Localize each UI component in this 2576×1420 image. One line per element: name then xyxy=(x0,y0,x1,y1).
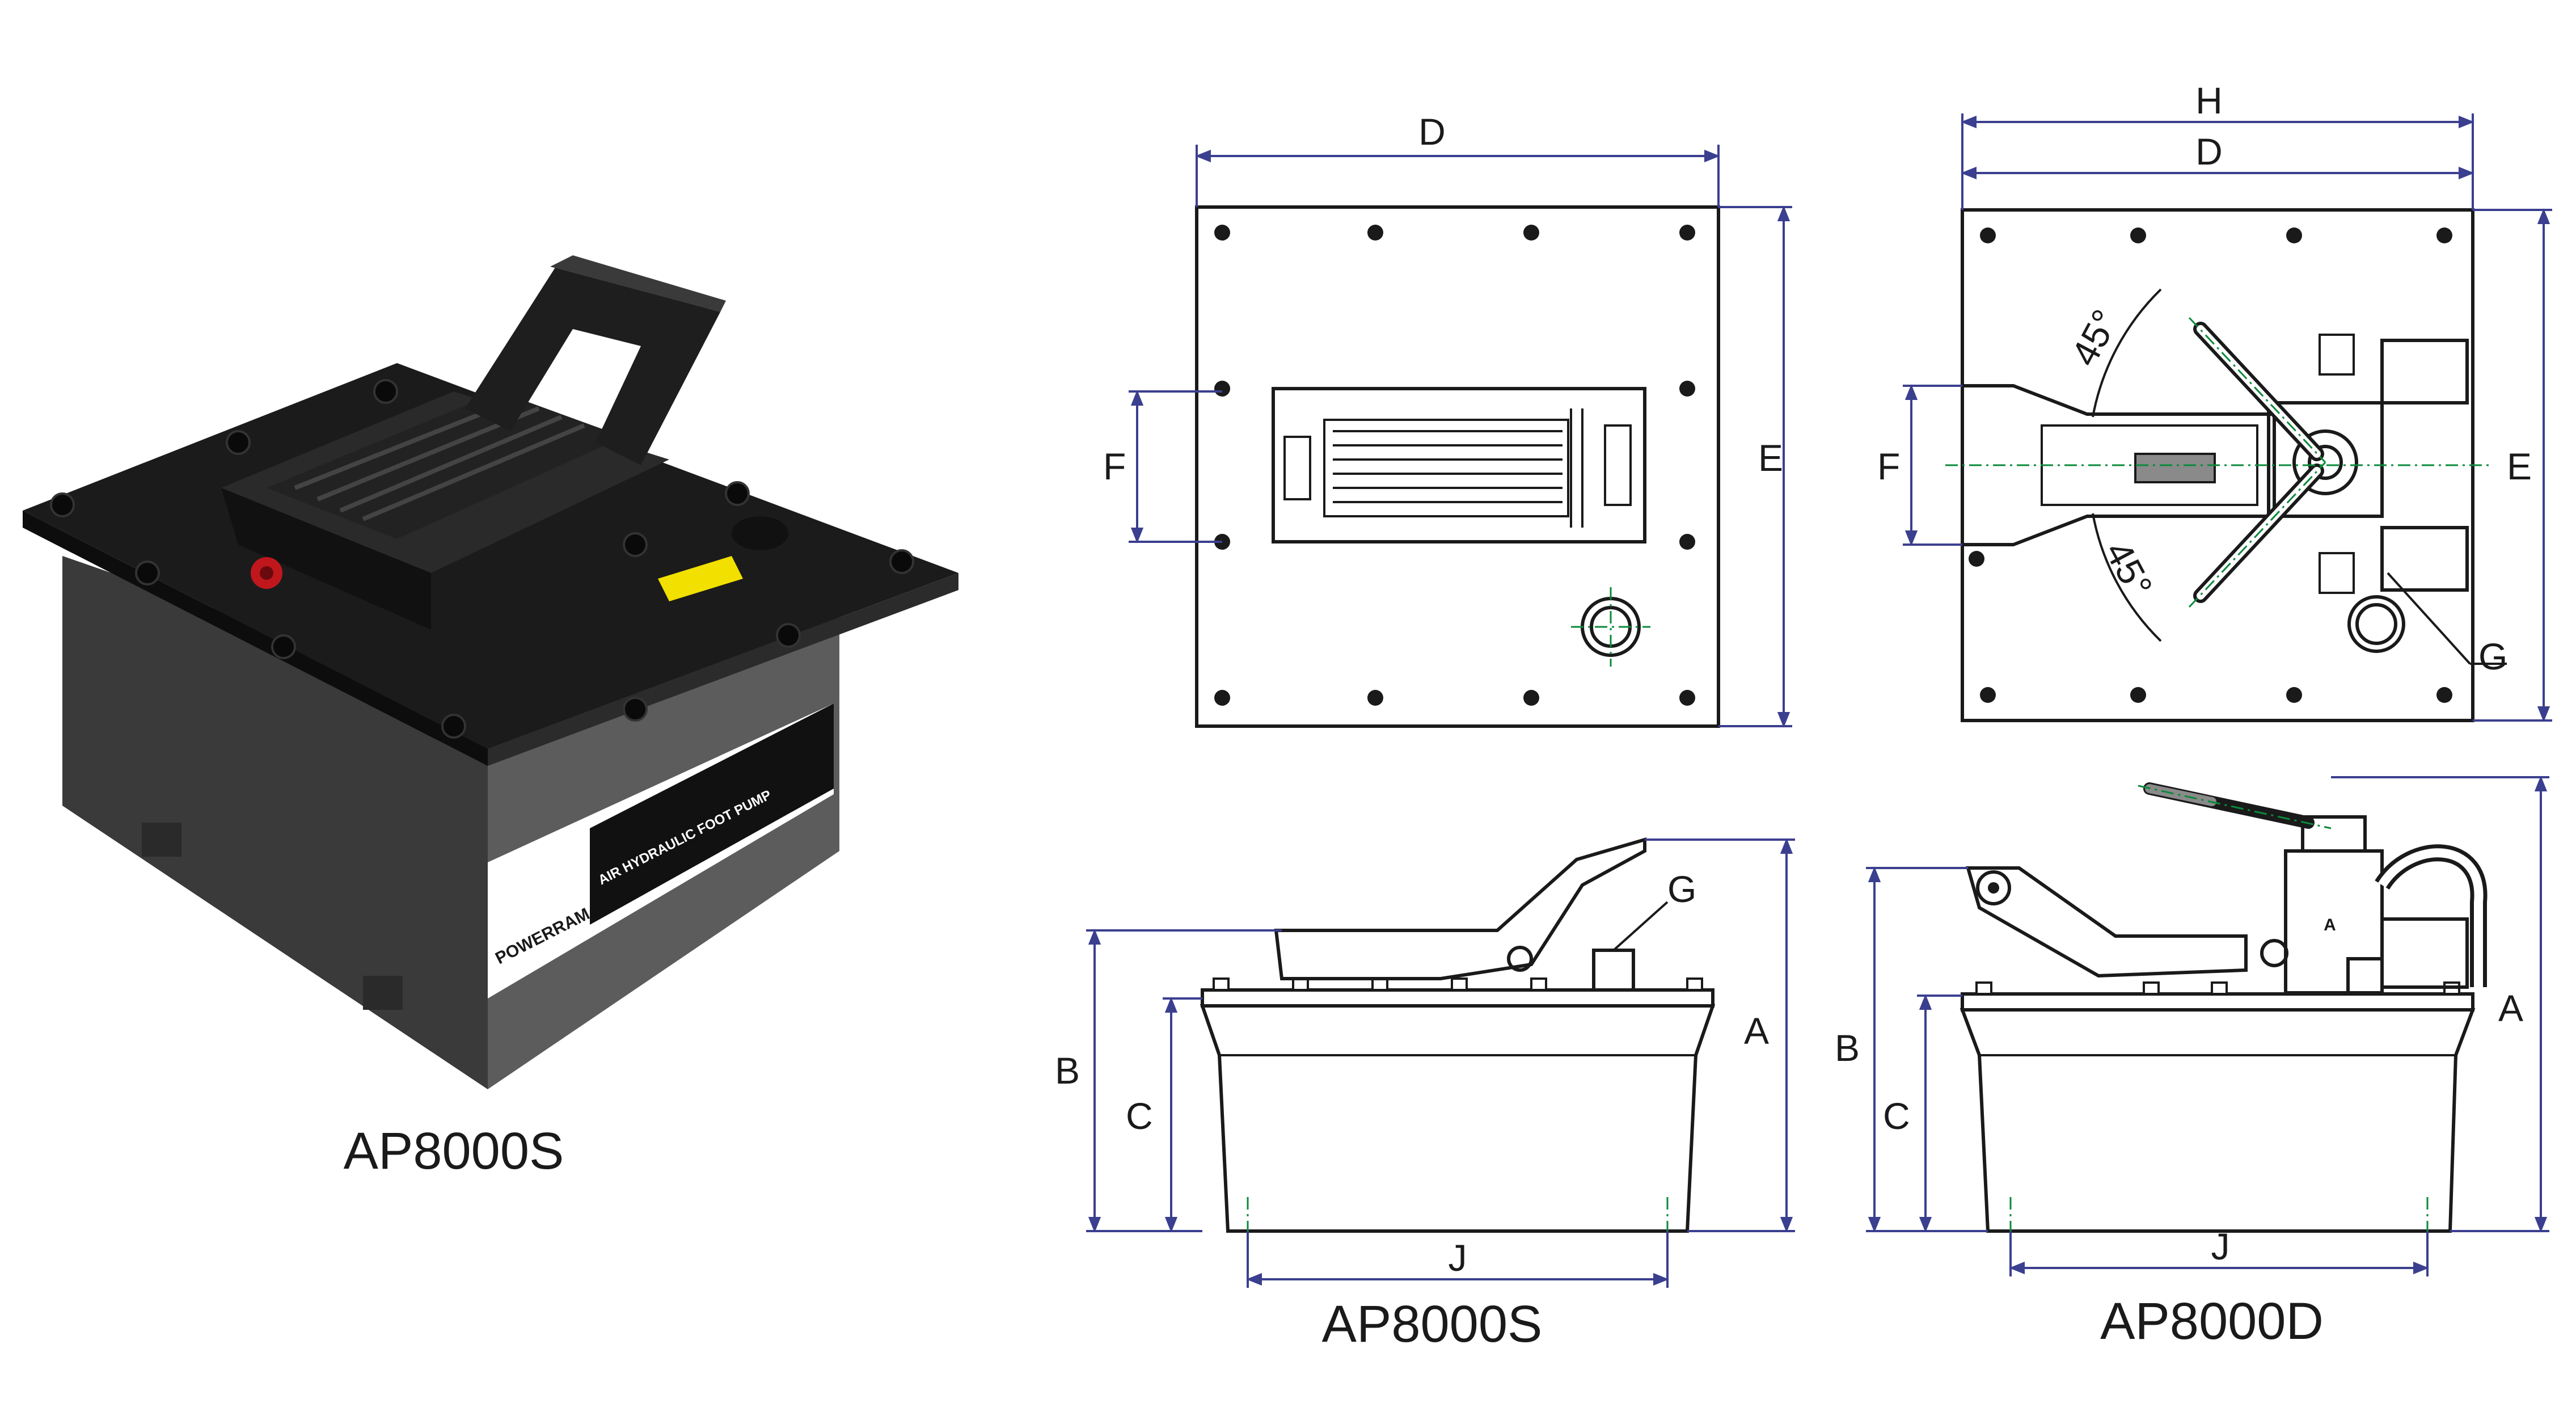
valve-block xyxy=(2267,401,2384,518)
warning-label xyxy=(658,556,743,601)
valve-cap xyxy=(2301,815,2367,853)
coupler xyxy=(2380,917,2469,989)
dim-g: G xyxy=(2478,635,2507,677)
lid-bolts xyxy=(50,379,914,739)
dim-a: A xyxy=(2498,987,2523,1029)
lever-pin xyxy=(2260,939,2288,967)
pedal-pad-left xyxy=(1283,436,1311,500)
dim-d: D xyxy=(1418,111,1446,153)
top-view-ap8000s: D E F xyxy=(1103,111,1792,728)
pedal-pivot-inner xyxy=(1988,882,1999,894)
dim-b: B xyxy=(1835,1027,1860,1069)
top-view-ap8000d: 45° 45° H D E F G xyxy=(1877,79,2552,722)
dim-f: F xyxy=(1877,445,1900,487)
dim-c: C xyxy=(1883,1095,1910,1137)
filler-cap xyxy=(2346,957,2384,995)
dim-h: H xyxy=(2195,79,2223,121)
pedal-pivot xyxy=(1976,870,2011,905)
pump-lid-edge xyxy=(488,573,958,766)
product-photo: POWERRAM AIR HYDRAULIC FOOT PUMP AP8000S xyxy=(23,255,958,1180)
side-view-caption: AP8000S xyxy=(1322,1295,1543,1353)
couplers xyxy=(2319,334,2469,594)
angle-lower: 45° xyxy=(2097,534,2161,604)
dim-j: J xyxy=(1449,1237,1467,1279)
pump-foot xyxy=(363,976,403,1010)
pump-lid xyxy=(23,363,958,749)
lid-bolt-holes xyxy=(1214,225,1695,706)
pedal-outline xyxy=(1272,387,1646,543)
valve-center-inner xyxy=(2308,445,2343,480)
side-view-ap8000d: A B C A J AP8000D xyxy=(1835,776,2549,1350)
photo-caption: AP8000S xyxy=(344,1122,564,1180)
pedal-side xyxy=(1274,837,1646,980)
filler-port-inner xyxy=(2355,603,2397,645)
pedal-arm-top xyxy=(550,255,726,312)
pedal-base-side xyxy=(221,488,431,630)
dim-a: A xyxy=(1744,1010,1769,1052)
side-view-ap8000s: G B C A J AP8000S xyxy=(1055,837,1795,1353)
lid-bolts xyxy=(1213,977,1703,991)
dim-d: D xyxy=(2195,130,2223,172)
dim-j: J xyxy=(2211,1225,2230,1267)
pedal-pivot xyxy=(1507,946,1533,972)
dim-g: G xyxy=(1667,868,1696,910)
valve-center xyxy=(2292,429,2358,495)
valve-mark: A xyxy=(2324,916,2336,934)
lid-bolt-holes xyxy=(1969,227,2452,703)
product-label-dark xyxy=(590,703,834,925)
tank-body xyxy=(1960,1008,2476,1233)
filler-cap xyxy=(732,516,788,550)
lid-outline xyxy=(1195,205,1720,728)
dim-f: F xyxy=(1103,445,1126,487)
lid-plate xyxy=(1961,992,2474,1012)
side-view-caption: AP8000D xyxy=(2100,1292,2324,1350)
pedal-ribs xyxy=(1323,408,1583,528)
pump-foot xyxy=(142,823,181,857)
angle-upper: 45° xyxy=(2063,303,2126,373)
pedal-arm xyxy=(465,267,720,465)
filler-cap xyxy=(1592,949,1635,992)
handle-grip xyxy=(2134,453,2216,483)
pedal-lever xyxy=(1966,866,2248,978)
tank-body xyxy=(1200,1004,1716,1233)
dim-b: B xyxy=(1055,1050,1080,1092)
pedal-pad-right xyxy=(1604,424,1632,506)
dim-e: E xyxy=(2507,445,2532,487)
red-fitting-core xyxy=(260,566,273,580)
dim-c: C xyxy=(1126,1095,1153,1137)
filler-port xyxy=(2347,595,2405,653)
lid-plate xyxy=(1201,988,1714,1008)
dim-e: E xyxy=(1758,437,1783,479)
